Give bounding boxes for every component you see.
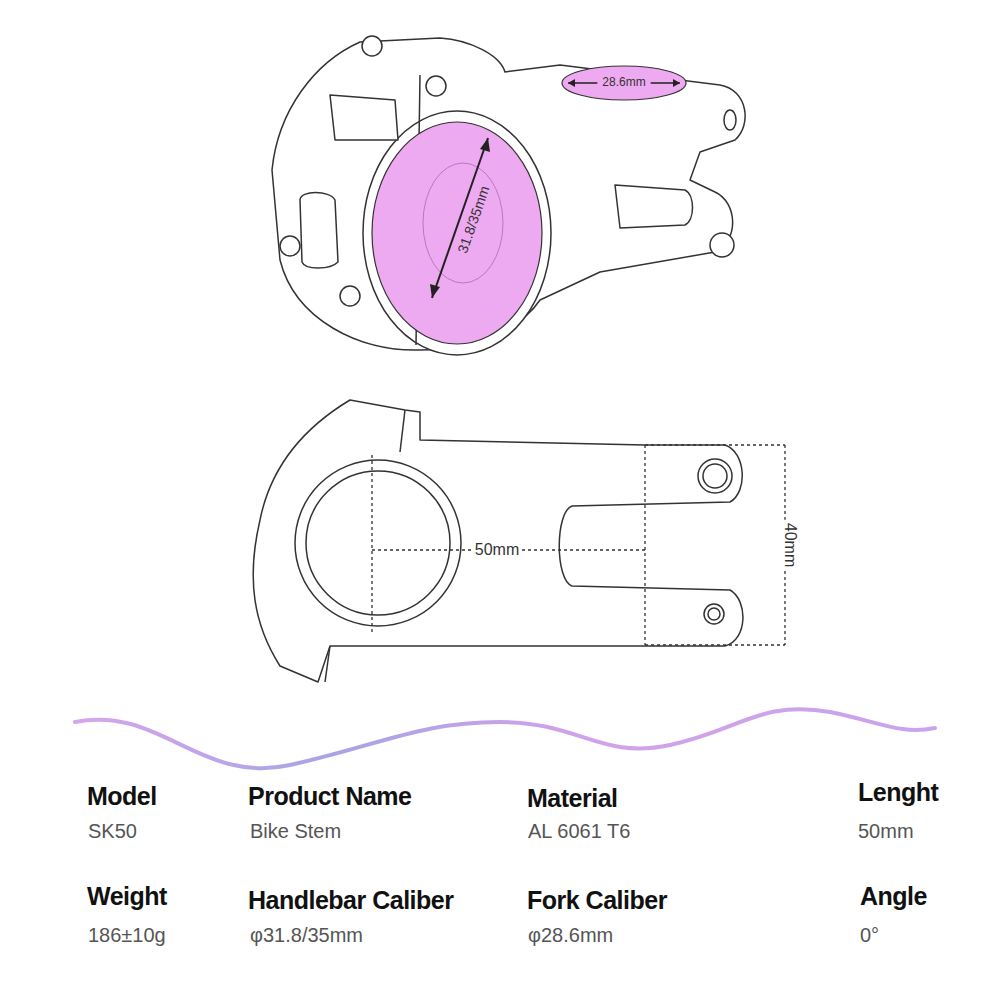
spec-heading: Product Name xyxy=(248,782,411,811)
spec-heading: Weight xyxy=(87,882,167,911)
dimension-label: 50mm xyxy=(472,541,522,559)
spec-heading: Fork Caliber xyxy=(527,886,667,915)
spec-value: 0° xyxy=(860,924,879,947)
spec-heading: Model xyxy=(87,782,157,811)
spec-heading: Material xyxy=(527,784,617,813)
spec-heading: Angle xyxy=(860,882,927,911)
spec-heading: Handlebar Caliber xyxy=(248,886,453,915)
spec-value: Bike Stem xyxy=(250,820,341,843)
dimension-text: 28.6mm xyxy=(602,76,645,89)
spec-value: 50mm xyxy=(858,820,914,843)
dimension-ellipse: 31.8/35mm xyxy=(370,120,544,346)
spec-heading: Lenght xyxy=(858,778,938,807)
dimension-ellipse: 28.6mm xyxy=(560,64,688,102)
spec-value: 186±10g xyxy=(88,924,166,947)
dimension-label: 40mm xyxy=(781,520,799,570)
spec-value: SK50 xyxy=(88,820,137,843)
spec-value: φ31.8/35mm xyxy=(250,924,363,947)
spec-value: AL 6061 T6 xyxy=(528,820,630,843)
ellipse-outline xyxy=(370,120,544,346)
spec-value: φ28.6mm xyxy=(528,924,613,947)
wave-divider xyxy=(75,709,935,768)
